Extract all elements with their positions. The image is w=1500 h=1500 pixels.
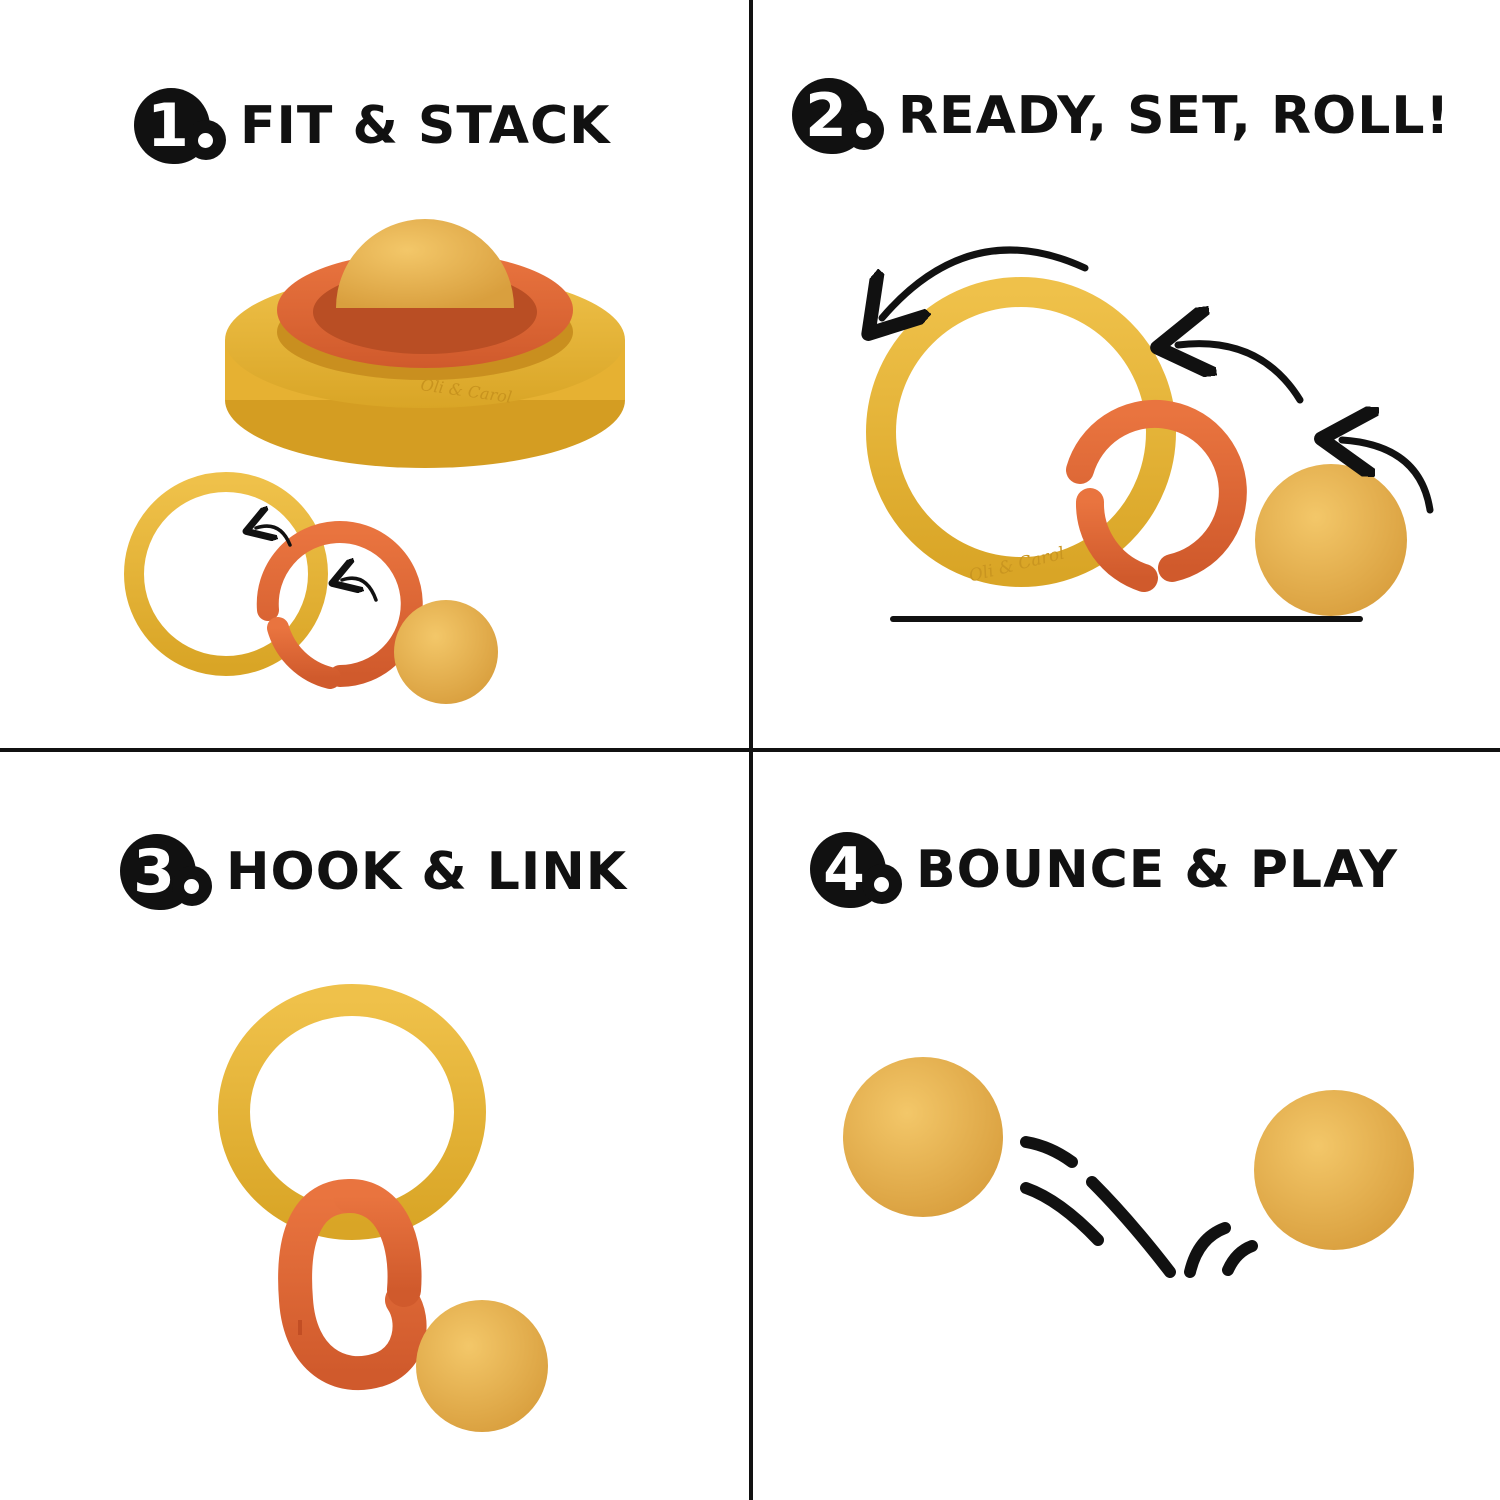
panel-1-title: FIT & STACK [240, 96, 611, 156]
panel-1-heading: 1 FIT & STACK [134, 86, 610, 166]
arrow-icon [1342, 440, 1434, 514]
arrow-icon [256, 526, 292, 547]
bounce-illustration [843, 1057, 1414, 1278]
hook-link-illustration [218, 984, 548, 1432]
step-badge-1: 1 [134, 86, 226, 166]
arrow-icon [342, 578, 378, 602]
step-number-1: 1 [147, 91, 189, 161]
step-number-3: 3 [133, 837, 175, 907]
horizontal-divider [0, 748, 1500, 752]
panel-4-heading: 4 BOUNCE & PLAY [810, 830, 1398, 910]
rolling-illustration [881, 246, 1434, 622]
arrow-icon [1178, 344, 1304, 404]
panel-2-title: READY, SET, ROLL! [898, 86, 1451, 146]
motion-lines-icon [1020, 1136, 1258, 1278]
separate-pieces-illustration [124, 472, 498, 704]
step-number-4: 4 [823, 835, 865, 905]
arrow-icon [882, 246, 1089, 318]
panel-3-title: HOOK & LINK [226, 842, 628, 902]
panel-3-heading: 3 HOOK & LINK [120, 832, 627, 912]
step-badge-2: 2 [792, 76, 884, 156]
panel-2-heading: 2 READY, SET, ROLL! [792, 76, 1450, 156]
step-number-2: 2 [805, 81, 847, 151]
panel-4-title: BOUNCE & PLAY [916, 840, 1398, 900]
step-badge-3: 3 [120, 832, 212, 912]
stacked-rings-illustration: Oli & Carol [225, 219, 625, 468]
step-badge-4: 4 [810, 830, 902, 910]
